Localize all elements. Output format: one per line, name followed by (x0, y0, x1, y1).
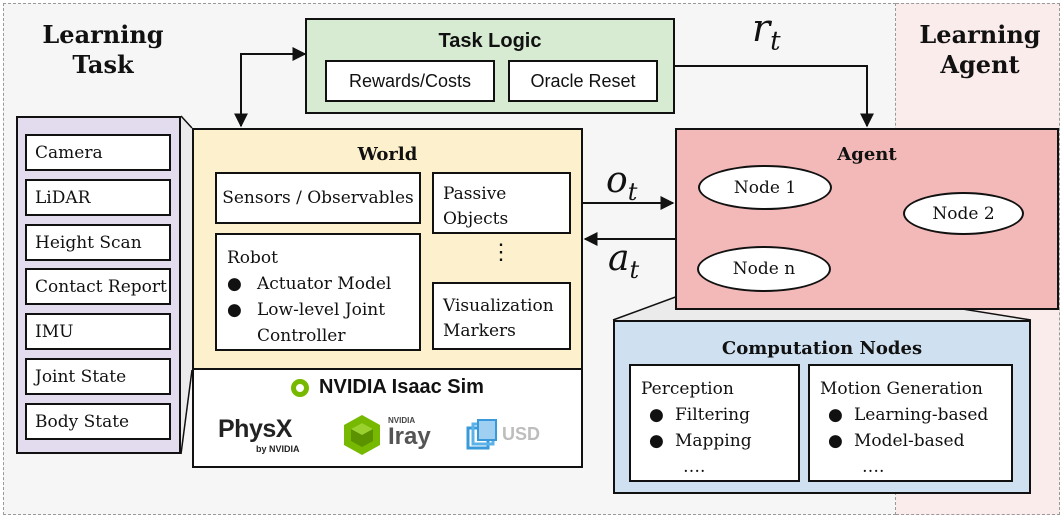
motion-generation-box: Motion Generation ●Learning-based ●Model… (808, 364, 1013, 482)
isaac-sim-title-row: NVIDIA Isaac Sim (192, 376, 583, 399)
usd-logo-text: USD (502, 424, 541, 444)
reward-label: rt (752, 6, 781, 57)
sensor-body-state: Body State (25, 403, 171, 440)
perception-box: Perception ●Filtering ●Mapping …. (629, 364, 800, 482)
observation-label: ot (606, 160, 638, 207)
sensor-lidar: LiDAR (25, 179, 171, 216)
sensor-imu: IMU (25, 313, 171, 350)
passive-objects-box: Passive Objects (432, 172, 571, 234)
isaac-sim-logo-icon (291, 378, 310, 397)
world-ellipsis: ⋮ (490, 240, 512, 265)
sensors-observables-box: Sensors / Observables (215, 172, 421, 224)
isaac-sim-panel (192, 368, 583, 468)
computation-title: Computation Nodes (721, 338, 923, 359)
sensor-zoom-wedge (181, 116, 192, 454)
sensor-camera: Camera (25, 134, 171, 171)
visualization-markers-box: Visualization Markers (432, 282, 571, 350)
task-logic-title: Task Logic (438, 30, 542, 52)
reward-arrow (675, 65, 874, 128)
usd-stack-icon (466, 418, 498, 452)
robot-bullet-actuator: ●Actuator Model (227, 274, 392, 294)
rewards-costs-box: Rewards/Costs (325, 60, 495, 102)
world-title: World (357, 144, 418, 165)
sensor-contact-report: Contact Report (25, 268, 171, 305)
physx-logo: PhysX by NVIDIA (218, 415, 300, 454)
agent-node-1: Node 1 (698, 165, 832, 210)
iray-logo-text: NVIDIA Iray (388, 416, 431, 450)
agent-title: Agent (837, 144, 897, 165)
action-label: at (608, 238, 640, 285)
isaac-sim-title: NVIDIA Isaac Sim (319, 376, 484, 398)
robot-bullet-controller: ●Low-level Joint (227, 300, 386, 320)
sensor-joint-state: Joint State (25, 358, 171, 395)
agent-node-2: Node 2 (903, 192, 1024, 235)
robot-box: Robot ●Actuator Model ●Low-level Joint C… (215, 233, 421, 351)
perception-title: Perception (641, 379, 734, 399)
iray-cube-icon (342, 414, 382, 456)
agent-node-n: Node n (697, 246, 831, 292)
motion-generation-title: Motion Generation (820, 379, 983, 399)
learning-task-label: Learning Task (42, 20, 164, 79)
tasklogic-world-arrow (234, 47, 307, 128)
oracle-reset-box: Oracle Reset (508, 60, 658, 102)
sensor-height-scan: Height Scan (25, 224, 171, 261)
learning-agent-label: Learning Agent (919, 20, 1041, 79)
robot-title: Robot (227, 248, 278, 268)
